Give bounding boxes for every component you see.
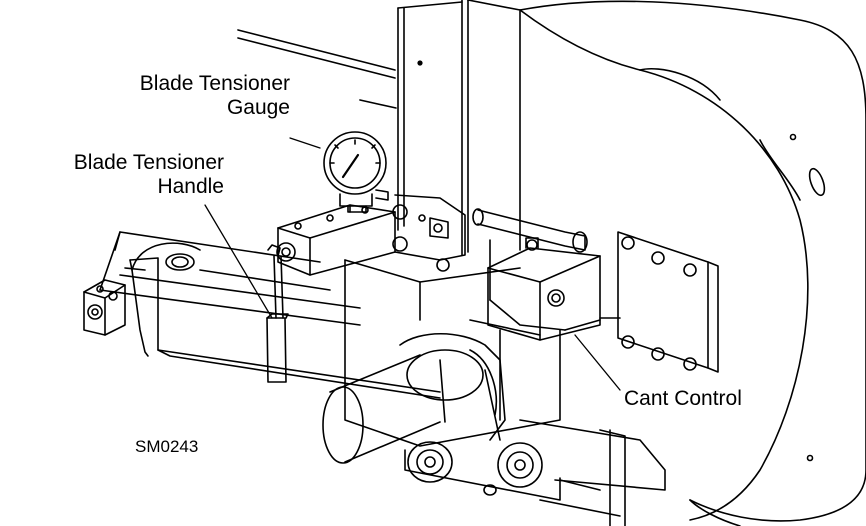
- tension-handle-icon: [266, 244, 289, 383]
- wheel-housing: [519, 0, 866, 526]
- leader-lines: [204, 137, 621, 391]
- handle-label-line-1: Blade Tensioner: [73, 151, 224, 174]
- right-bracket: [519, 419, 666, 526]
- guide-rollers: [404, 441, 561, 501]
- left-bracket: [83, 279, 126, 336]
- gauge-label: Blade Tensioner Gauge: [90, 72, 290, 120]
- gauge-icon: [323, 131, 389, 213]
- motor-cylinder: [322, 332, 506, 464]
- column: [237, 0, 521, 301]
- gauge-label-line-1: Blade Tensioner: [139, 72, 290, 95]
- cant-control-label: Cant Control: [624, 387, 742, 410]
- frame-arm: [99, 231, 441, 399]
- drawing-id: SM0243: [135, 437, 199, 456]
- gauge-label-line-2: Gauge: [226, 96, 290, 119]
- handle-label-line-2: Handle: [157, 175, 224, 198]
- cant-control-block: [472, 208, 621, 341]
- tensioner-block: [276, 194, 466, 276]
- carriage-block: [344, 259, 566, 447]
- bolted-plate: [617, 231, 719, 373]
- handle-label: Blade Tensioner Handle: [4, 151, 224, 199]
